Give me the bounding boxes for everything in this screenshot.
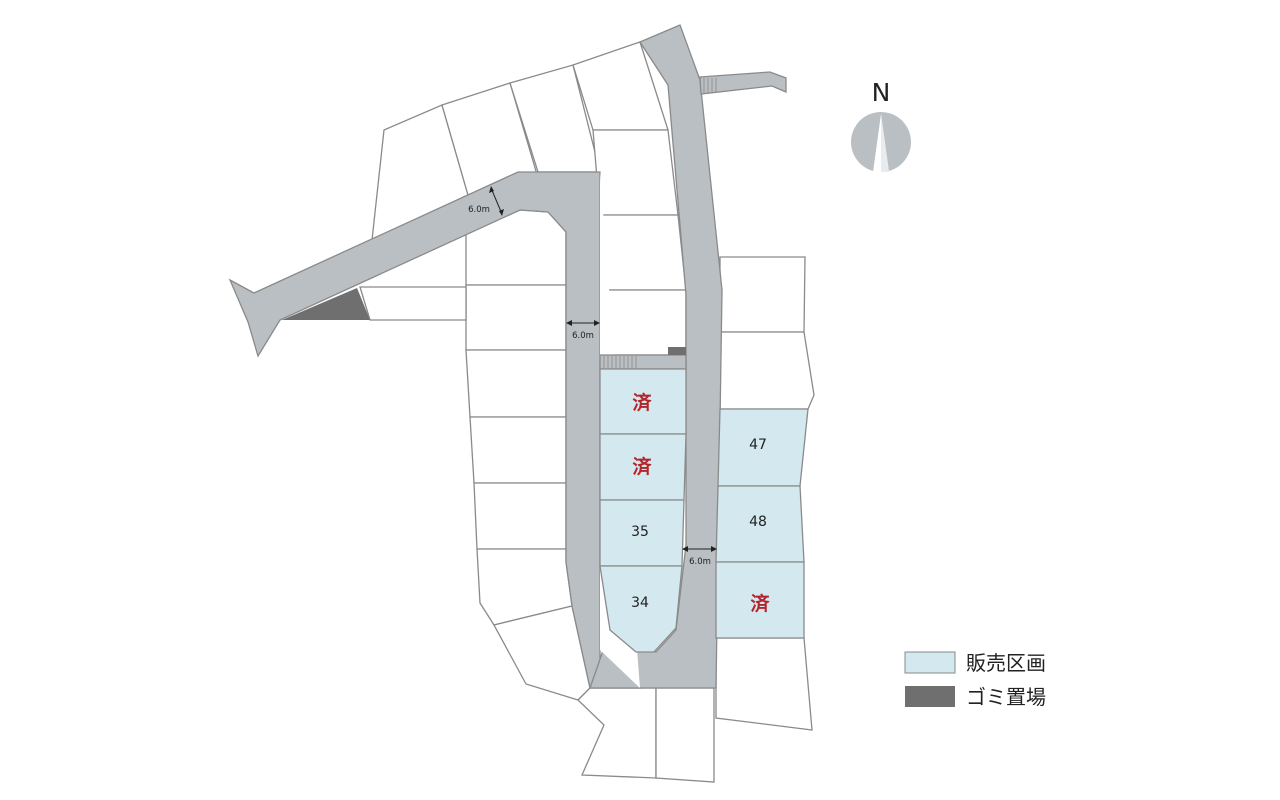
legend-swatch-sale [904,651,956,674]
lot-label: 48 [749,514,767,530]
legend: 販売区画 ゴミ置場 [904,651,1046,709]
lot-plain [465,349,567,418]
road-width-label: 6.0m [468,205,490,215]
lot-labels: 済 済 35 34 47 48 済 [631,391,770,615]
garbage-area-west [282,288,370,320]
lot-label: 済 [750,592,770,615]
sale-lots [599,368,809,653]
lot-label: 済 [632,391,652,414]
lot-plain [599,214,687,291]
lot-label: 34 [631,595,649,611]
lot-plain [465,284,567,351]
lot-plain [719,256,806,333]
other-lots [359,41,815,783]
lot-plain [655,687,715,783]
garbage-area-east [668,347,686,355]
legend-swatch-garbage [905,686,955,707]
legend-label-garbage: ゴミ置場 [966,685,1046,709]
lot-plain [719,331,815,410]
lot-label: 35 [631,524,649,540]
legend-label-sale: 販売区画 [966,651,1046,675]
road-width-label: 6.0m [689,557,711,567]
north-label: N [872,78,891,107]
lot-plain [469,416,567,484]
north-compass: N [851,78,911,172]
stub-hatching [703,78,717,93]
lot-plain [715,637,813,731]
lot-34[interactable] [599,565,683,653]
road-width-markers: 6.0m 6.0m 6.0m [468,186,717,567]
lot-plain [473,482,567,550]
lot-sold-3[interactable] [715,561,805,639]
dimension-arrow [490,187,503,215]
lot-label: 47 [749,437,767,453]
strip-hatching [603,356,637,368]
road-strip [599,354,687,370]
road-west [228,171,643,689]
road-width-label: 6.0m [572,331,594,341]
lot-label: 済 [632,455,652,478]
lot-plain [592,129,679,216]
lot-plain [577,687,657,779]
road-stub [699,71,787,95]
lot-plain [359,286,467,321]
